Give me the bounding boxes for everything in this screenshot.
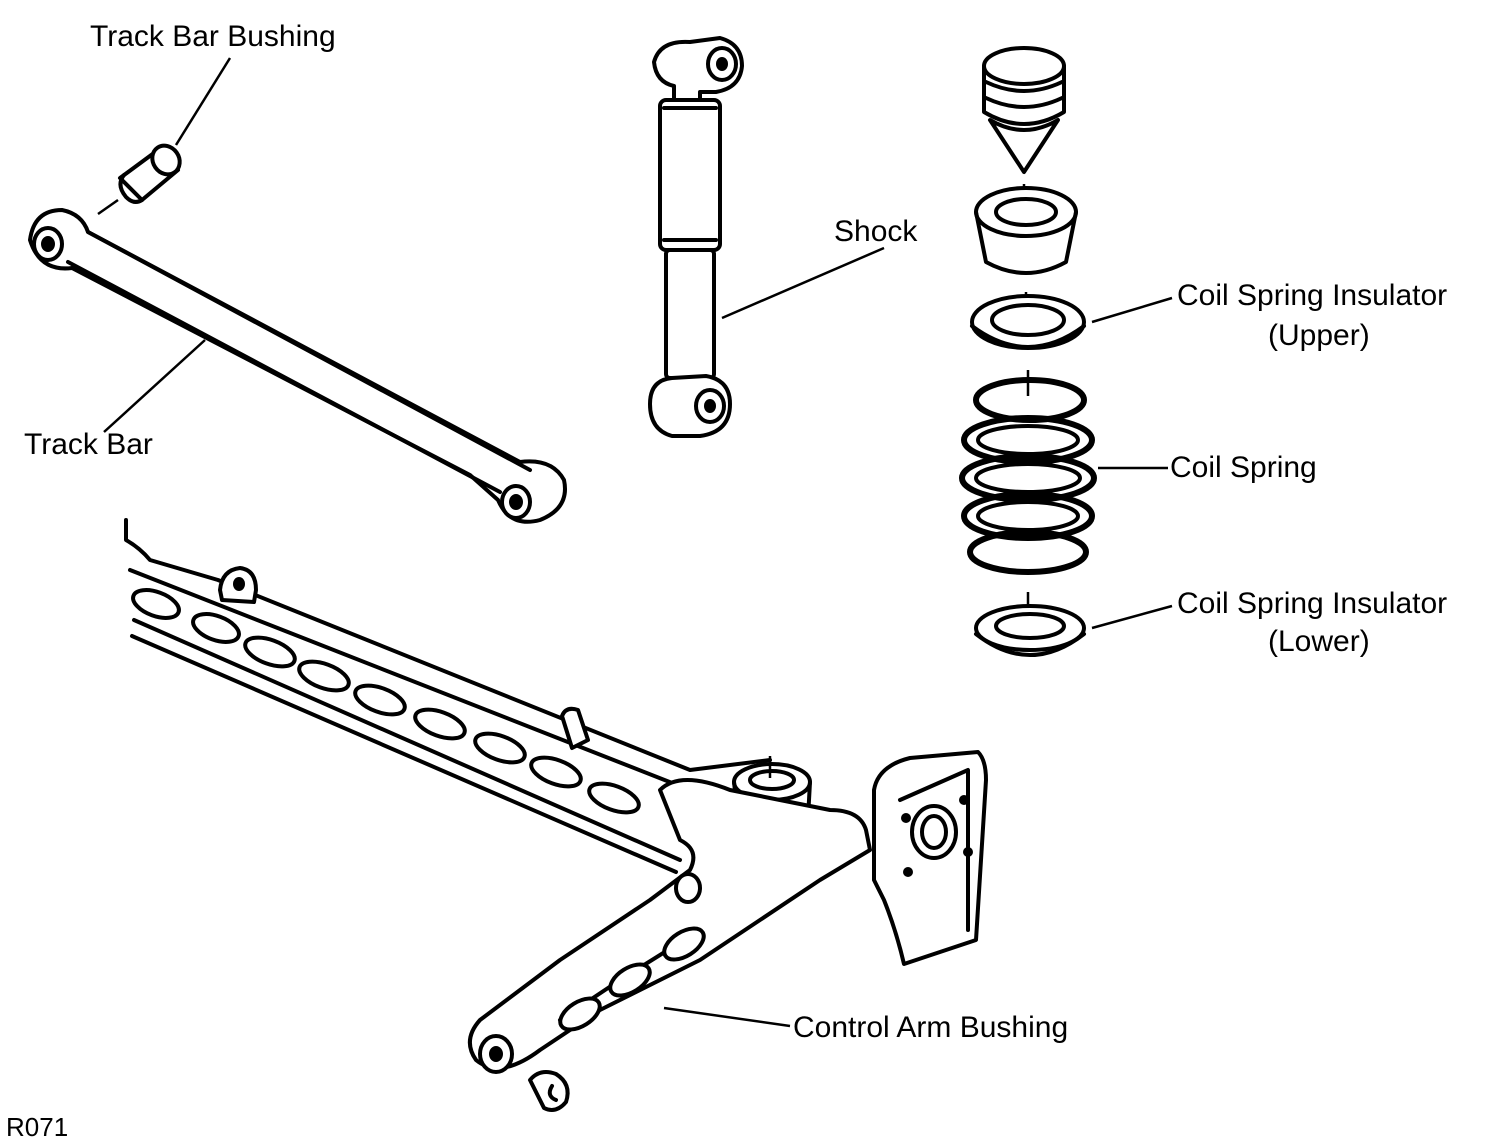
coil-spring-part [959, 370, 1097, 575]
track-bar-leader [103, 339, 206, 433]
control-arm-bushing-leader [663, 1006, 791, 1028]
coil-spring-insulator-upper-label: Coil Spring Insulator [1177, 279, 1448, 312]
upper-insulator-part [970, 292, 1086, 350]
track-bar-bushing-leader [174, 57, 232, 146]
track-bar-bushing-center-line [97, 198, 119, 216]
bump-cup-part [974, 186, 1078, 275]
coil-spring-insulator-upper-sublabel: (Upper) [1268, 319, 1370, 352]
jounce-bumper-part [982, 46, 1066, 174]
shock-part [648, 36, 744, 438]
lower-insulator-leader [1091, 604, 1173, 630]
upper-insulator-leader [1091, 296, 1173, 324]
track-bar-bushing-part [118, 143, 182, 204]
shock-label: Shock [834, 215, 918, 248]
rear-axle-part [124, 518, 988, 1112]
control-arm-bushing-label: Control Arm Bushing [793, 1011, 1069, 1044]
shock-leader [721, 246, 885, 320]
coil-spring-insulator-lower-sublabel: (Lower) [1268, 625, 1370, 658]
lower-insulator-part [974, 592, 1086, 657]
figure-code: R071 [6, 1112, 69, 1142]
track-bar-label: Track Bar [24, 428, 153, 461]
coil-spring-insulator-lower-label: Coil Spring Insulator [1177, 587, 1448, 620]
track-bar-part [28, 208, 567, 524]
coil-spring-label: Coil Spring [1170, 451, 1317, 484]
track-bar-bushing-label: Track Bar Bushing [90, 20, 336, 53]
